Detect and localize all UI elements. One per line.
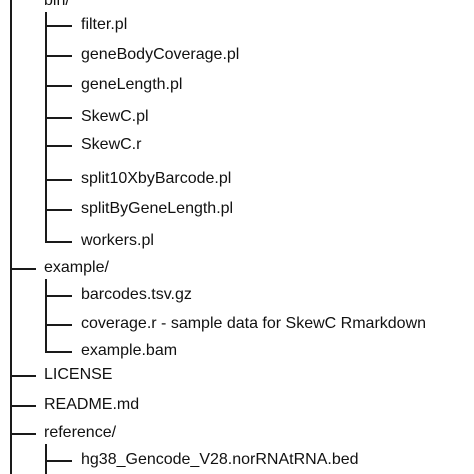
connector-splitbygenelength [45, 209, 72, 211]
file-license: LICENSE [44, 366, 113, 383]
connector-example-bam [45, 351, 72, 353]
file-split10xbybarcode-pl: split10XbyBarcode.pl [81, 170, 232, 187]
folder-reference-label: reference/ [44, 424, 117, 441]
file-barcodes-tsv-gz: barcodes.tsv.gz [81, 286, 192, 303]
folder-bin-label: bin/ [44, 0, 70, 9]
example-branch-line [45, 279, 47, 353]
file-coverage-r: coverage.r - sample data for SkewC Rmark… [81, 315, 427, 332]
file-workers-pl: workers.pl [81, 232, 154, 249]
file-skewc-pl: SkewC.pl [81, 108, 149, 125]
connector-split10xbybarcode [45, 179, 72, 181]
bin-branch-line [45, 12, 47, 243]
file-genebodycoverage-pl: geneBodyCoverage.pl [81, 46, 240, 63]
reference-branch-line [45, 444, 47, 474]
connector-barcodes [45, 295, 72, 297]
connector-filter [45, 25, 72, 27]
root-trunk-line [10, 0, 12, 474]
connector-coverage-r [45, 324, 72, 326]
file-splitbygenelength-pl: splitByGeneLength.pl [81, 200, 234, 217]
file-genelength-pl: geneLength.pl [81, 76, 183, 93]
file-skewc-r: SkewC.r [81, 136, 142, 153]
file-readme-md: README.md [44, 396, 140, 413]
connector-reference-folder [10, 433, 36, 435]
file-example-bam: example.bam [81, 342, 178, 359]
connector-genelength [45, 85, 72, 87]
connector-genebodycoverage [45, 55, 72, 57]
connector-workers [45, 241, 72, 243]
connector-skewc-pl [45, 117, 72, 119]
file-hg38-bed: hg38_Gencode_V28.norRNAtRNA.bed [81, 451, 359, 468]
connector-hg38-bed [45, 460, 72, 462]
connector-example-folder [10, 268, 36, 270]
file-filter-pl: filter.pl [81, 16, 128, 33]
connector-skewc-r [45, 145, 72, 147]
connector-readme [10, 405, 36, 407]
connector-license [10, 375, 36, 377]
folder-example-label: example/ [44, 259, 109, 276]
